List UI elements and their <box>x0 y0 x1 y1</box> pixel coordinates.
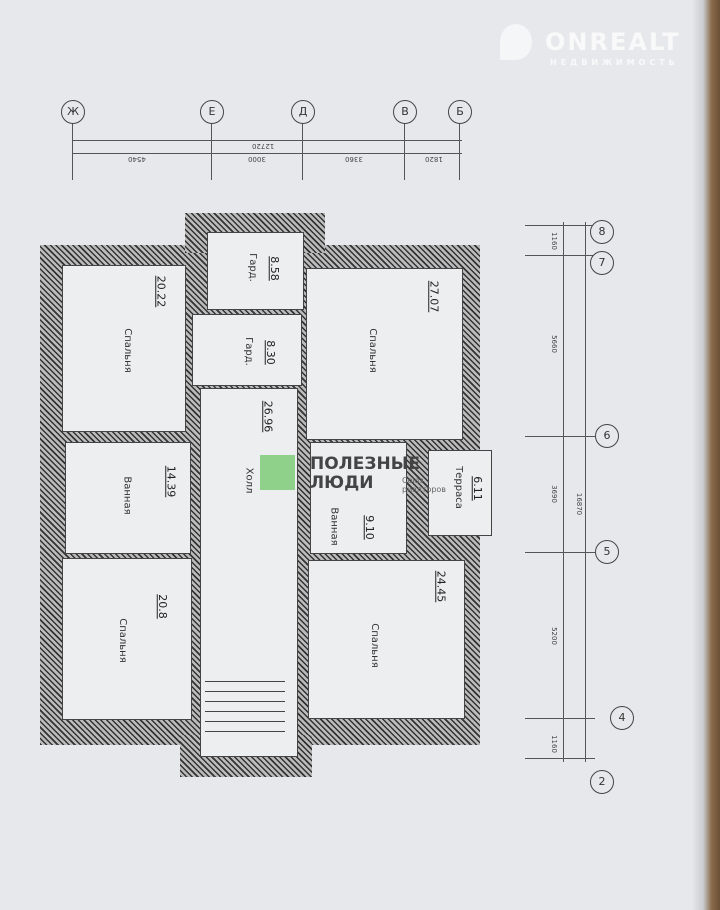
dimension: 3360 <box>345 155 363 163</box>
dimension: 1160 <box>549 232 558 250</box>
room-area: 14.39 <box>164 465 178 498</box>
axis-marker: 5 <box>595 540 619 564</box>
room-area: 8.30 <box>263 340 277 365</box>
dimension-total: 16870 <box>575 492 584 516</box>
room-name: Гард. <box>242 337 254 366</box>
dimension: 1160 <box>549 735 558 753</box>
dimension: 5200 <box>549 627 558 645</box>
room-area: 6.11 <box>470 476 484 501</box>
room-bedroom-2 <box>62 558 192 720</box>
room-name: Гард. <box>246 253 258 282</box>
room-name: Ванная <box>121 476 133 515</box>
dimension: 5660 <box>549 335 558 353</box>
room-area: 26.96 <box>261 400 275 433</box>
room-bedroom-1 <box>62 265 186 432</box>
axis-marker: В <box>393 100 417 124</box>
logo-mark <box>260 455 295 490</box>
axis-marker: Д <box>291 100 315 124</box>
room-terrace <box>428 450 492 536</box>
room-area: 20.8 <box>155 594 169 619</box>
axis-marker: Б <box>448 100 472 124</box>
room-wardrobe-1 <box>207 232 304 310</box>
axis-marker: Е <box>200 100 224 124</box>
room-bedroom-4 <box>308 560 465 719</box>
table-edge <box>692 0 720 910</box>
staircase <box>205 672 285 732</box>
room-name: Спальня <box>121 328 133 373</box>
room-name: Спальня <box>366 328 378 373</box>
room-name: Холл <box>243 467 255 494</box>
room-bedroom-3 <box>306 268 463 440</box>
room-name: Ванная <box>328 507 340 546</box>
axis-marker: 7 <box>590 251 614 275</box>
room-area: 20.22 <box>154 275 168 308</box>
room-bathroom-1 <box>65 442 191 554</box>
room-wardrobe-2 <box>192 314 302 386</box>
dimension: 4540 <box>128 155 146 163</box>
axis-marker: 6 <box>595 424 619 448</box>
axis-marker: 8 <box>590 220 614 244</box>
room-name: Терраса <box>452 466 464 509</box>
dimension: 1820 <box>425 155 443 163</box>
room-area: 8.58 <box>267 256 281 281</box>
room-area: 24.45 <box>434 570 448 603</box>
watermark-text: ONREALT <box>545 28 681 56</box>
dimension-total: 12720 <box>252 142 275 150</box>
watermark-subtext: НЕДВИЖИМОСТЬ <box>550 58 679 67</box>
room-area: 27.07 <box>427 280 441 313</box>
room-area: 9.10 <box>362 515 376 540</box>
room-name: Спальня <box>116 618 128 663</box>
axis-marker: Ж <box>61 100 85 124</box>
room-name: Спальня <box>368 623 380 668</box>
room-bathroom-2 <box>310 442 407 554</box>
dimension: 3000 <box>248 155 266 163</box>
house-pin-icon <box>500 24 532 60</box>
axis-marker: 4 <box>610 706 634 730</box>
dimension: 3690 <box>549 485 558 503</box>
axis-marker: 2 <box>590 770 614 794</box>
